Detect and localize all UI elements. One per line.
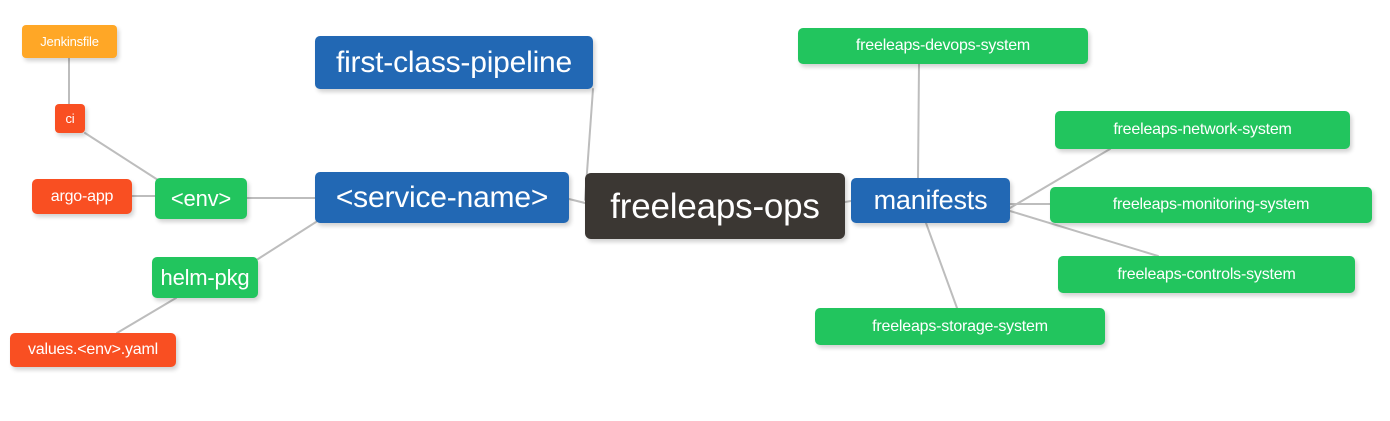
node-label-freeleaps-ops: freeleaps-ops: [610, 186, 820, 226]
node-jenkinsfile[interactable]: Jenkinsfile: [22, 25, 117, 58]
node-env[interactable]: <env>: [155, 178, 247, 219]
node-freeleaps-storage-system[interactable]: freeleaps-storage-system: [815, 308, 1105, 345]
node-label-manifests: manifests: [873, 185, 988, 215]
node-first-class-pipeline[interactable]: first-class-pipeline: [315, 36, 593, 89]
node-ci[interactable]: ci: [55, 104, 85, 133]
node-label-ci: ci: [65, 111, 75, 126]
node-label-first-class-pipeline: first-class-pipeline: [335, 45, 573, 79]
node-service-name[interactable]: <service-name>: [315, 172, 569, 223]
node-label-freeleaps-network-system: freeleaps-network-system: [1113, 121, 1292, 138]
node-argo-app[interactable]: argo-app: [32, 179, 132, 214]
node-label-env: <env>: [170, 185, 232, 211]
node-freeleaps-controls-system[interactable]: freeleaps-controls-system: [1058, 256, 1355, 293]
node-label-service-name: <service-name>: [335, 180, 549, 214]
node-label-jenkinsfile: Jenkinsfile: [40, 34, 99, 49]
node-helm-pkg[interactable]: helm-pkg: [152, 257, 258, 298]
node-manifests[interactable]: manifests: [851, 178, 1010, 223]
node-freeleaps-network-system[interactable]: freeleaps-network-system: [1055, 111, 1350, 149]
edge-freeleaps-ops-to-service-name: [568, 198, 586, 204]
edge-helm-pkg-to-values-env-yaml: [116, 297, 177, 334]
edge-env-to-ci: [84, 132, 159, 181]
node-label-argo-app: argo-app: [50, 187, 114, 205]
node-freeleaps-devops-system[interactable]: freeleaps-devops-system: [798, 28, 1088, 64]
node-freeleaps-ops[interactable]: freeleaps-ops: [585, 173, 845, 239]
node-label-freeleaps-devops-system: freeleaps-devops-system: [855, 37, 1031, 54]
edge-service-name-to-helm-pkg: [257, 221, 317, 260]
node-label-freeleaps-controls-system: freeleaps-controls-system: [1117, 265, 1296, 283]
node-label-freeleaps-monitoring-system: freeleaps-monitoring-system: [1112, 196, 1310, 213]
node-freeleaps-monitoring-system[interactable]: freeleaps-monitoring-system: [1050, 187, 1372, 223]
node-label-freeleaps-storage-system: freeleaps-storage-system: [872, 317, 1048, 335]
node-label-helm-pkg: helm-pkg: [160, 264, 250, 290]
node-label-values-env-yaml: values.<env>.yaml: [27, 341, 158, 358]
edge-manifests-to-freeleaps-storage-system: [925, 222, 958, 309]
edge-manifests-to-freeleaps-devops-system: [917, 63, 920, 179]
node-values-env-yaml[interactable]: values.<env>.yaml: [10, 333, 176, 367]
